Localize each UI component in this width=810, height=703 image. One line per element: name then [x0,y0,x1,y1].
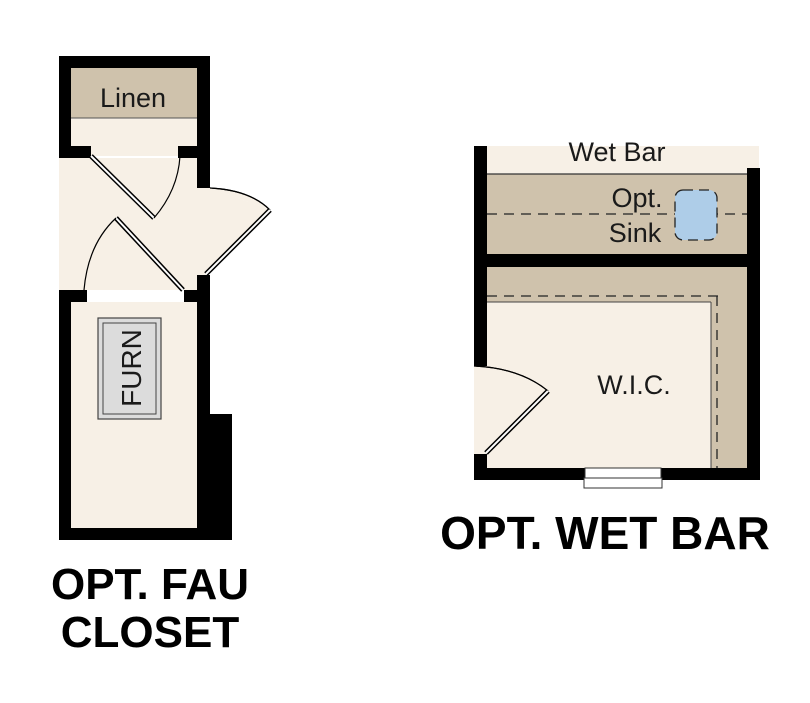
linen-floor [71,118,197,156]
wet-bar-title: OPT. WET BAR [440,507,770,559]
fau-closet-title-line2: CLOSET [60,608,240,657]
furnace-label: FURN [116,329,147,407]
opt-sink [674,189,718,241]
opt-sink-label-line1: Opt. [611,183,662,213]
linen-shelf [71,68,197,118]
linen-label: Linen [100,83,166,113]
fau-closet-plan [59,56,272,540]
wet-bar-plan [473,146,760,489]
fau-closet-title-line1: OPT. FAU [50,560,250,609]
furnace-unit [97,317,162,420]
opt-sink-label-line2: Sink [609,218,662,248]
window [583,467,663,489]
wic-label: W.I.C. [597,370,671,400]
wet-bar-label: Wet Bar [568,137,665,167]
fau-closet-title: OPT. FAU CLOSET [20,563,280,659]
